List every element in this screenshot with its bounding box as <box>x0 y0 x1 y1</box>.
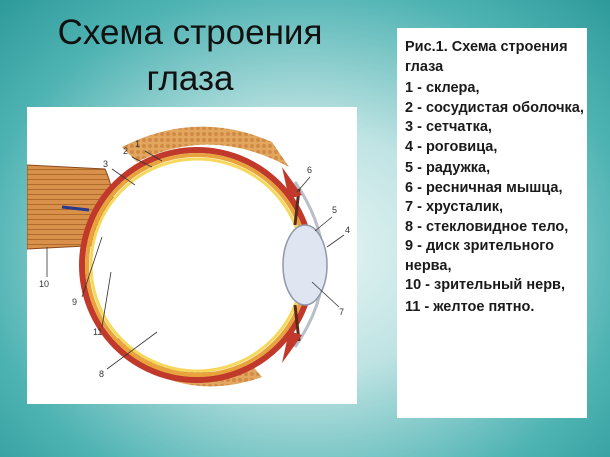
legend-item-9: 9 - диск зрительного нерва, <box>405 237 587 276</box>
label-6: 6 <box>307 165 312 175</box>
legend-item-5: 5 - радужка, <box>405 159 587 179</box>
eye-diagram: 1 2 3 4 5 6 7 8 9 10 11 <box>27 107 357 404</box>
label-9: 9 <box>72 297 77 307</box>
label-4: 4 <box>345 225 350 235</box>
legend-item-10: 10 - зрительный нерв, <box>405 276 587 296</box>
caption-panel: Рис.1. Схема строения глаза 1 - склера, … <box>397 28 587 418</box>
legend-item-2: 2 - сосудистая оболочка, <box>405 99 587 119</box>
legend-item-3: 3 - сетчатка, <box>405 118 587 138</box>
legend-item-6: 6 - ресничная мышца, <box>405 179 587 199</box>
retina <box>91 159 303 371</box>
label-8: 8 <box>99 369 104 379</box>
slide-title: Схема строения глаза <box>30 10 350 102</box>
caption-title: Рис.1. Схема строения глаза <box>405 38 587 77</box>
label-11: 11 <box>93 327 102 337</box>
label-1: 1 <box>135 139 140 149</box>
legend-item-11: 11 - желтое пятно. <box>405 298 587 318</box>
legend-item-1: 1 - склера, <box>405 79 587 99</box>
label-3: 3 <box>103 159 108 169</box>
lens <box>283 225 327 305</box>
slide-title-text: Схема строения глаза <box>58 13 323 98</box>
legend-item-8: 8 - стекловидное тело, <box>405 218 587 238</box>
label-5: 5 <box>332 205 337 215</box>
label-7: 7 <box>339 307 344 317</box>
legend-item-4: 4 - роговица, <box>405 138 587 158</box>
legend-item-7: 7 - хрусталик, <box>405 198 587 218</box>
label-10: 10 <box>39 279 49 289</box>
eye-diagram-figure: 1 2 3 4 5 6 7 8 9 10 11 <box>27 107 357 404</box>
label-2: 2 <box>123 146 128 156</box>
